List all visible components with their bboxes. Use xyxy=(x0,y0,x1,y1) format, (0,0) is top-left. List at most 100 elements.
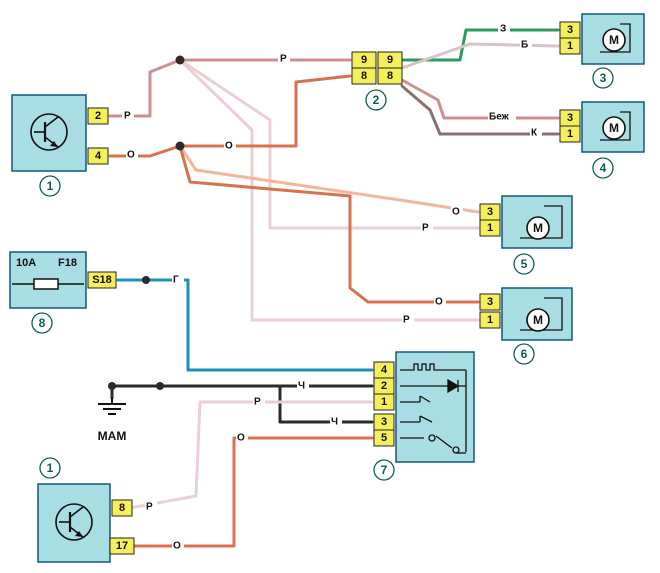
component-7-relay: 4 2 1 3 5 7 xyxy=(373,351,475,481)
wire-label-g: Г xyxy=(173,275,179,286)
pin-number: 1 xyxy=(487,314,493,326)
connector-pin xyxy=(109,537,135,555)
pin-number: 4 xyxy=(95,150,102,162)
component-number: 4 xyxy=(600,161,607,175)
connector-pin xyxy=(87,107,109,125)
motor-icon xyxy=(526,216,550,240)
junction-dot xyxy=(175,55,185,65)
connector-pin xyxy=(479,219,501,237)
component-number: 5 xyxy=(521,257,528,271)
motor-symbol-text: M xyxy=(609,121,619,135)
component-number-circle xyxy=(365,89,387,111)
pin-number: 8 xyxy=(361,70,367,82)
connector-pin xyxy=(479,293,501,311)
pin-number: 8 xyxy=(387,70,393,82)
wire-beige-to-c4-pin3 xyxy=(400,78,560,120)
pin-number: 1 xyxy=(381,396,387,408)
pin-number: 9 xyxy=(387,54,393,66)
wire-black-to-c7-pin3 xyxy=(278,384,374,424)
wire-light-to-c3-pin1 xyxy=(400,42,560,70)
pin-number: 4 xyxy=(381,364,388,376)
component-2-connector: 9 9 8 8 2 xyxy=(351,51,403,111)
junction-dot xyxy=(156,382,164,390)
pin-number: 9 xyxy=(361,54,367,66)
junction-dot xyxy=(142,276,150,284)
component-number-circle xyxy=(31,312,53,334)
pin-number: 3 xyxy=(567,24,573,36)
wire-pink-c1-pin2 xyxy=(108,58,182,118)
component-number-circle xyxy=(39,457,61,479)
wire-pink-c7-pin1-to-c1-pin8 xyxy=(128,400,374,510)
transistor-icon xyxy=(55,503,93,541)
wire-label-p: Р xyxy=(280,54,287,65)
motor-symbol-text: M xyxy=(609,33,619,47)
component-box xyxy=(395,351,475,463)
wire-pink-to-c5-pin1 xyxy=(178,58,480,230)
component-number-circle xyxy=(513,343,535,365)
component-number-circle xyxy=(39,175,61,197)
wire-label-b: Б xyxy=(521,40,528,51)
pin-number: 17 xyxy=(116,540,128,552)
junction-dots xyxy=(108,55,185,390)
fuse-icon xyxy=(12,278,84,290)
component-1-top: 2 4 1 xyxy=(11,94,109,197)
pin-number: 5 xyxy=(381,432,387,444)
component-4-motor: M 3 1 4 xyxy=(559,101,645,179)
wires xyxy=(108,28,560,548)
wire-pink-to-c6-pin1 xyxy=(178,58,480,322)
pin-number: 1 xyxy=(567,128,573,140)
pin-number: 3 xyxy=(487,206,493,218)
connector-pin xyxy=(87,271,117,289)
wire-label-o: О xyxy=(452,207,460,218)
connector-pin xyxy=(373,393,395,411)
connector-pin xyxy=(111,499,133,517)
connector-pin xyxy=(373,429,395,447)
connector-pin xyxy=(351,67,377,85)
motor-symbol-text: M xyxy=(533,313,543,327)
wire-label-p: Р xyxy=(124,111,131,122)
wire-orange-c7-pin5-to-c1-pin17 xyxy=(128,436,374,548)
wire-label-z: З xyxy=(500,24,506,35)
connector-pin xyxy=(377,67,403,85)
component-3-motor: M 3 1 3 xyxy=(559,13,645,89)
junction-dot xyxy=(175,141,185,151)
fuse-rating: 10A xyxy=(16,257,36,269)
component-number: 2 xyxy=(373,93,380,107)
connector-pin xyxy=(559,37,581,55)
relay-icon xyxy=(400,363,467,454)
connector-pin xyxy=(479,311,501,329)
component-6-motor: M 3 1 6 xyxy=(479,287,573,365)
motor-icon xyxy=(526,308,550,332)
pin-number: 3 xyxy=(381,416,387,428)
wire-orange-to-c6-pin3 xyxy=(178,144,480,304)
wire-label-ch: Ч xyxy=(298,381,305,392)
wire-label-p: Р xyxy=(422,223,429,234)
wire-label-p: Р xyxy=(146,502,153,513)
ground-label: МАМ xyxy=(98,429,127,443)
pin-number: 2 xyxy=(381,380,387,392)
wire-dark-to-c4-pin1 xyxy=(400,84,560,136)
component-number-circle xyxy=(373,459,395,481)
component-number-circle xyxy=(513,253,535,275)
fuse-id: F18 xyxy=(58,257,77,269)
motor-icon xyxy=(602,116,626,140)
wire-orange-c1-pin4 xyxy=(108,144,182,158)
wire-label-o: О xyxy=(237,433,245,444)
pin-number: 3 xyxy=(567,112,573,124)
wire-blue-fuse-to-c7-pin4 xyxy=(116,278,374,372)
wire-label-p: Р xyxy=(254,397,261,408)
wire-orange-to-c5-pin3 xyxy=(178,144,480,214)
connector-pin xyxy=(87,147,109,165)
pin-number: 3 xyxy=(487,296,493,308)
component-box xyxy=(11,94,87,172)
component-number: 1 xyxy=(47,179,54,193)
junction-dot xyxy=(108,382,116,390)
motor-symbol-text: M xyxy=(533,221,543,235)
component-number-circle xyxy=(592,157,614,179)
component-number: 6 xyxy=(521,347,528,361)
wire-label-o: О xyxy=(225,141,233,152)
connector-pin xyxy=(559,125,581,143)
component-number: 7 xyxy=(381,463,388,477)
component-number: 1 xyxy=(47,461,54,475)
